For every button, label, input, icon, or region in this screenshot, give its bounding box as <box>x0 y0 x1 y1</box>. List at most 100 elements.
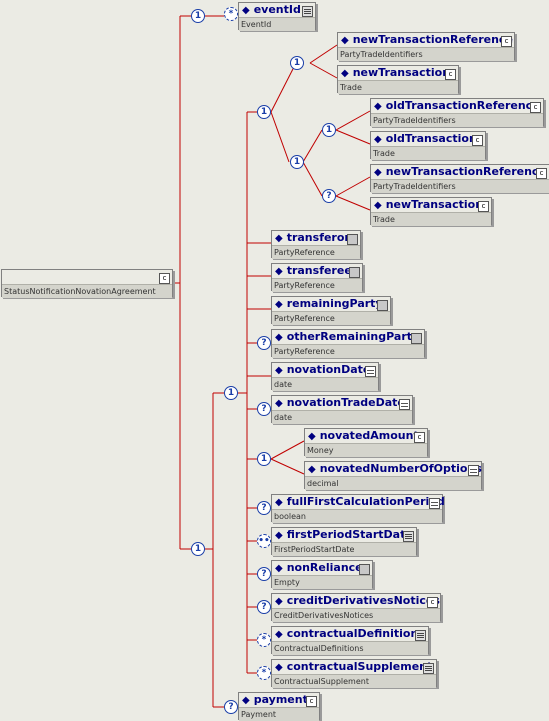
type-badge-icon <box>377 300 388 311</box>
type-badge-icon: c <box>414 432 425 443</box>
element-novationTradeDate[interactable]: ◆novationTradeDate date <box>271 395 413 424</box>
optional-connector-icon[interactable]: ? <box>257 402 271 416</box>
element-type: decimal <box>307 479 339 488</box>
optional-connector-icon[interactable]: ? <box>322 189 336 203</box>
element-type: date <box>274 380 293 389</box>
element-name: ◆novatedAmount <box>308 429 419 442</box>
root-element-box[interactable]: c StatusNotificationNovationAgreement <box>1 269 173 298</box>
type-badge-icon: c <box>501 36 512 47</box>
optional-connector-icon[interactable]: ? <box>257 336 271 350</box>
type-badge-icon <box>365 366 376 377</box>
element-name: ◆contractualSupplement <box>275 660 433 673</box>
type-badge-icon: c <box>530 102 541 113</box>
any-multiplicity-icon[interactable]: * <box>257 666 271 680</box>
element-type: date <box>274 413 293 422</box>
optional-connector-icon[interactable]: ? <box>257 501 271 515</box>
sequence-connector-icon[interactable]: 1 <box>191 9 205 23</box>
type-badge-icon <box>423 663 434 674</box>
element-diamond-icon: ◆ <box>275 332 283 343</box>
element-name: ◆nonReliance <box>275 561 363 574</box>
any-multiplicity-icon[interactable]: * <box>224 7 238 21</box>
element-name: ◆oldTransaction <box>374 132 477 145</box>
optional-connector-icon[interactable]: ? <box>224 700 238 714</box>
element-type: ContractualSupplement <box>274 677 369 686</box>
optional-multiplicity-icon[interactable]: •• <box>257 534 271 548</box>
type-badge-icon: c <box>536 168 547 179</box>
element-diamond-icon: ◆ <box>275 398 283 409</box>
type-badge-icon: c <box>306 696 317 707</box>
sequence-connector-icon[interactable]: 1 <box>322 123 336 137</box>
sequence-connector-icon[interactable]: 1 <box>191 542 205 556</box>
element-diamond-icon: ◆ <box>374 200 382 211</box>
element-type: PartyReference <box>274 347 335 356</box>
element-type: PartyTradeIdentifiers <box>373 116 456 125</box>
element-type: PartyTradeIdentifiers <box>373 182 456 191</box>
element-diamond-icon: ◆ <box>275 497 283 508</box>
element-name: ◆payment <box>242 693 308 706</box>
type-badge-icon: c <box>478 201 489 212</box>
type-badge-icon <box>429 498 440 509</box>
element-name: ◆newTransactionReference <box>374 165 546 178</box>
element-diamond-icon: ◆ <box>275 629 283 640</box>
element-diamond-icon: ◆ <box>242 5 250 16</box>
sequence-connector-icon[interactable]: 1 <box>257 452 271 466</box>
element-diamond-icon: ◆ <box>242 695 250 706</box>
element-diamond-icon: ◆ <box>275 662 283 673</box>
element-type: PartyTradeIdentifiers <box>340 50 423 59</box>
type-badge-icon <box>399 399 410 410</box>
any-multiplicity-icon[interactable]: * <box>257 633 271 647</box>
type-badge-icon <box>347 234 358 245</box>
element-name: ◆transferee <box>275 264 352 277</box>
optional-connector-icon[interactable]: ? <box>257 567 271 581</box>
element-diamond-icon: ◆ <box>374 134 382 145</box>
element-diamond-icon: ◆ <box>275 299 283 310</box>
element-type: FirstPeriodStartDate <box>274 545 355 554</box>
sequence-connector-icon[interactable]: 1 <box>290 155 304 169</box>
type-badge-icon <box>302 6 313 17</box>
type-badge-icon <box>403 531 414 542</box>
element-name: ◆newTransactionReference <box>341 33 513 46</box>
element-diamond-icon: ◆ <box>275 563 283 574</box>
complex-type-badge-icon: c <box>159 273 170 284</box>
element-diamond-icon: ◆ <box>308 464 316 475</box>
optional-connector-icon[interactable]: ? <box>257 600 271 614</box>
sequence-connector-icon[interactable]: 1 <box>290 56 304 70</box>
element-name: ◆firstPeriodStartDate <box>275 528 413 541</box>
type-badge-icon <box>468 465 479 476</box>
element-name: ◆contractualDefinitions <box>275 627 425 640</box>
type-badge-icon: c <box>445 69 456 80</box>
element-name: ◆oldTransactionReference <box>374 99 540 112</box>
element-type: Empty <box>274 578 300 587</box>
element-name: ◆novationTradeDate <box>275 396 405 409</box>
type-badge-icon: c <box>427 597 438 608</box>
element-diamond-icon: ◆ <box>374 167 382 178</box>
sequence-connector-icon[interactable]: 1 <box>224 386 238 400</box>
choice-connector-icon[interactable]: 1 <box>257 105 271 119</box>
element-diamond-icon: ◆ <box>308 431 316 442</box>
element-diamond-icon: ◆ <box>341 35 349 46</box>
element-diamond-icon: ◆ <box>275 233 283 244</box>
root-element-name: StatusNotificationNovationAgreement <box>4 287 156 296</box>
element-diamond-icon: ◆ <box>275 266 283 277</box>
